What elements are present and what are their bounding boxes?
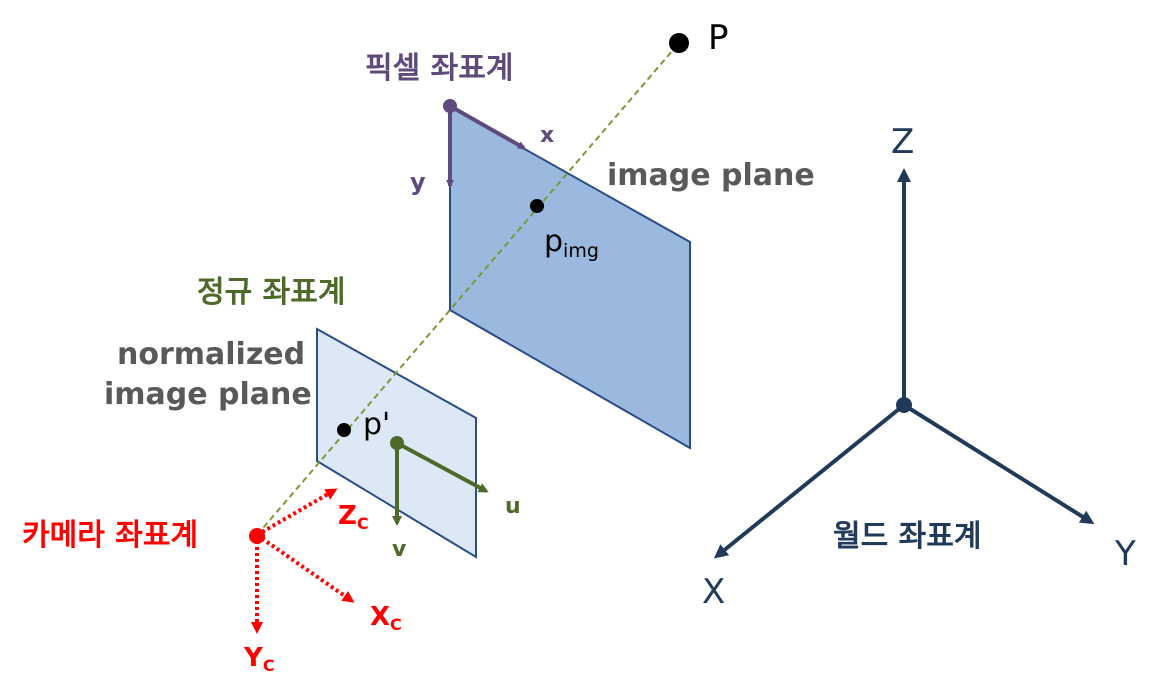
- point-p-prime: [337, 423, 351, 437]
- label-image-plane: image plane: [607, 158, 815, 193]
- world-y-axis: [902, 403, 1095, 525]
- label-cam-x: XC: [370, 602, 402, 634]
- projection-ray: [256, 42, 680, 536]
- camera-z-axis: [256, 488, 338, 537]
- label-cam-y: YC: [243, 643, 275, 675]
- label-cam-x-sub: C: [390, 615, 402, 634]
- normalized-u-axis: [396, 441, 489, 493]
- label-cam-x-base: X: [370, 602, 390, 632]
- camera-x-axis: [255, 533, 355, 603]
- label-p-img: pimg: [544, 224, 599, 262]
- label-cam-z-base: Z: [338, 501, 357, 531]
- label-pixel-x: x: [540, 123, 554, 148]
- world-origin: [896, 397, 912, 413]
- camera-origin: [249, 528, 265, 544]
- label-world-z: Z: [891, 122, 914, 162]
- label-cam-z-sub: C: [357, 514, 369, 533]
- label-p-img-sub: img: [563, 240, 599, 262]
- label-normalized-plane-line1: normalized: [117, 337, 305, 372]
- pixel-origin: [443, 99, 457, 113]
- label-pixel-system: 픽셀 좌표계: [365, 51, 513, 86]
- label-normalized-system: 정규 좌표계: [197, 275, 345, 310]
- normalized-origin: [390, 436, 404, 450]
- label-world-x: X: [702, 572, 725, 612]
- pixel-x-axis: [449, 104, 526, 150]
- label-norm-u: u: [505, 494, 521, 519]
- point-p-img: [530, 199, 544, 213]
- label-camera-system: 카메라 좌표계: [22, 518, 198, 553]
- label-pixel-y: y: [410, 168, 426, 196]
- label-p-prime: p': [363, 407, 390, 442]
- label-norm-v: v: [392, 537, 407, 562]
- label-cam-y-base: Y: [243, 643, 264, 673]
- image-plane: [449, 105, 691, 450]
- label-cam-z: ZC: [338, 501, 369, 533]
- point-P: [669, 33, 689, 53]
- world-x-axis: [713, 403, 906, 559]
- label-world-system: 월드 좌표계: [833, 519, 981, 554]
- label-normalized-plane-line2: image plane: [104, 377, 312, 412]
- label-cam-y-sub: C: [263, 656, 275, 675]
- label-world-y: Y: [1114, 534, 1136, 574]
- label-p-img-base: p: [544, 224, 563, 259]
- label-point-P: P: [708, 18, 729, 58]
